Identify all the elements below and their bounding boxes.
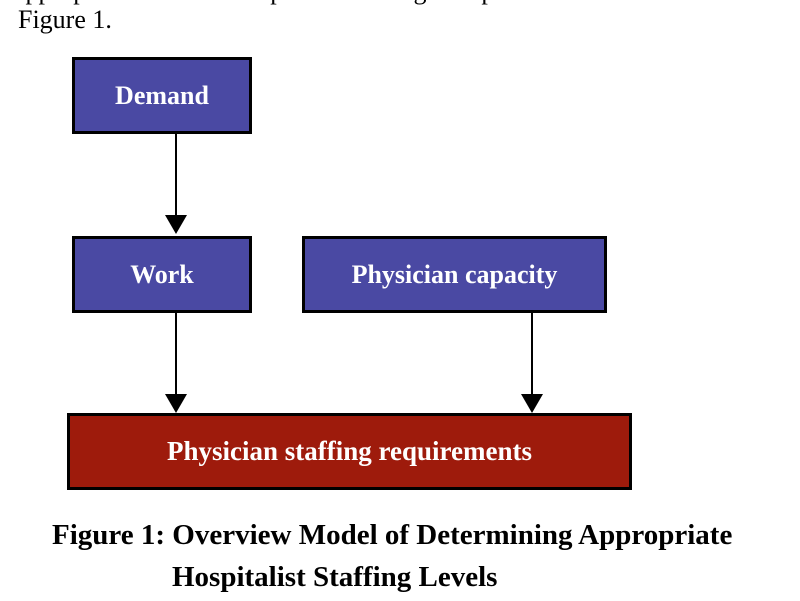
- work-box: Work: [72, 236, 252, 313]
- figure-caption-line1: Figure 1: Overview Model of Determining …: [52, 519, 733, 551]
- staffing-requirements-box: Physician staffing requirements: [67, 413, 632, 490]
- figure-reference: Figure 1.: [18, 5, 112, 34]
- arrow-work-to-requirements-line: [175, 313, 177, 394]
- work-label: Work: [130, 259, 194, 289]
- arrow-demand-to-work-line: [175, 134, 177, 215]
- demand-label: Demand: [115, 80, 209, 110]
- arrow-capacity-to-requirements-head-icon: [521, 394, 543, 413]
- physician-capacity-box: Physician capacity: [302, 236, 607, 313]
- demand-box: Demand: [72, 57, 252, 134]
- clipped-text-line: appropriate levels of hospitalist staffi…: [14, 0, 784, 7]
- arrow-capacity-to-requirements-line: [531, 313, 533, 394]
- clipped-text: appropriate levels of hospitalist staffi…: [14, 0, 784, 6]
- arrow-demand-to-work-head-icon: [165, 215, 187, 234]
- physician-capacity-label: Physician capacity: [351, 259, 558, 289]
- staffing-requirements-label: Physician staffing requirements: [166, 436, 532, 466]
- arrow-work-to-requirements-head-icon: [165, 394, 187, 413]
- figure-caption-line2: Hospitalist Staffing Levels: [172, 561, 498, 593]
